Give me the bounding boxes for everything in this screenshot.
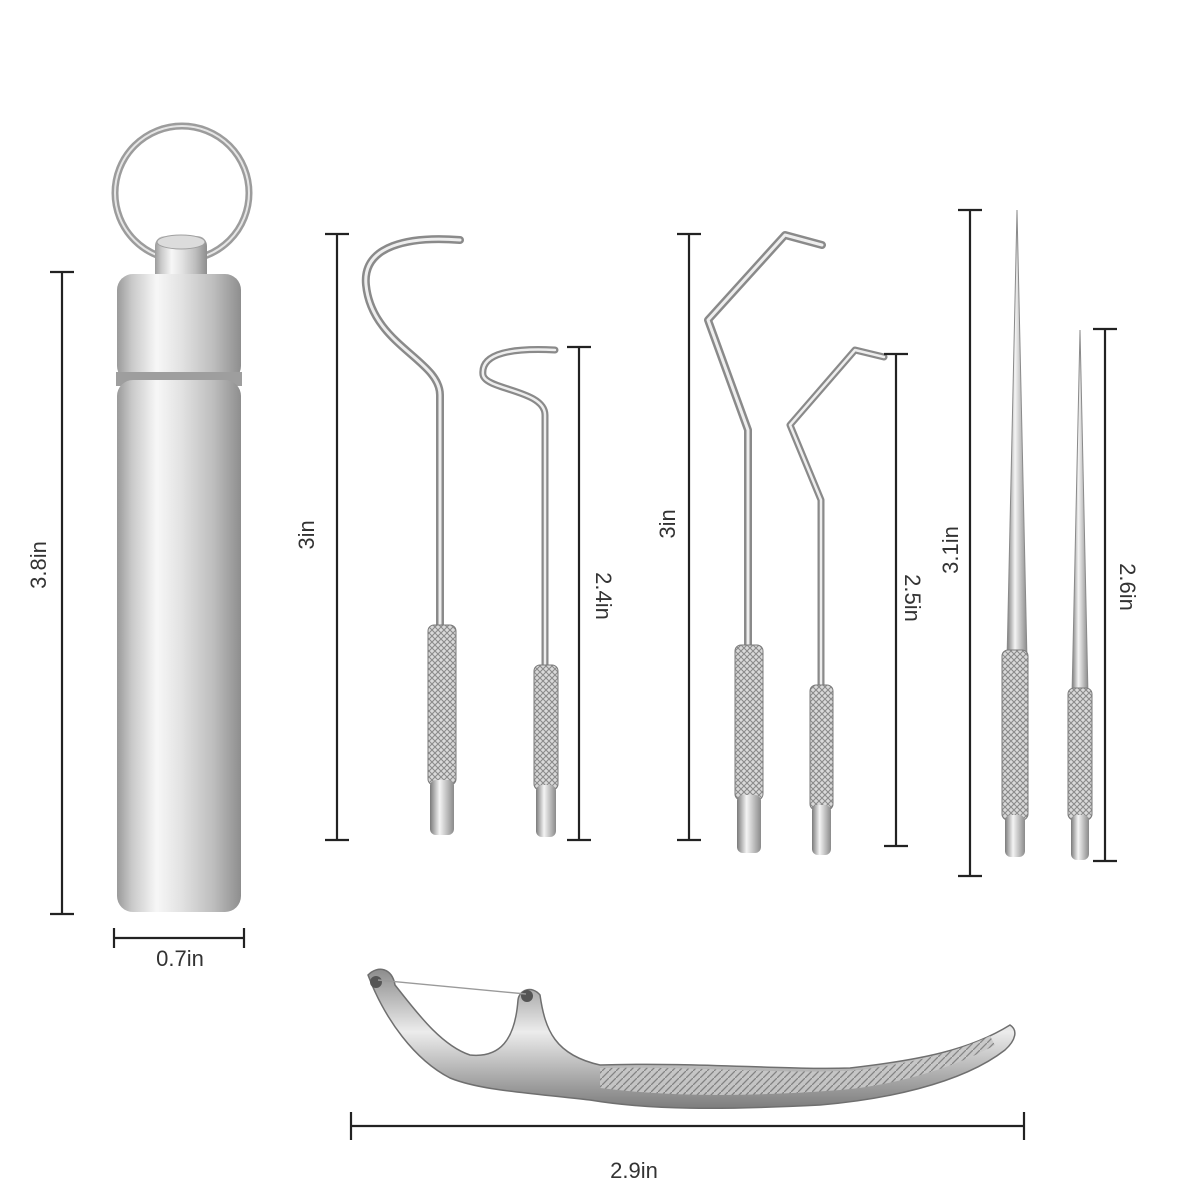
hook-pick-large xyxy=(361,235,464,835)
dimension-hook-pick-large: 3in xyxy=(294,232,349,842)
dimension-needle-pick-small: 2.6in xyxy=(1093,327,1140,863)
angled-pick-large xyxy=(704,231,826,853)
dimension-floss-pick: 2.9in xyxy=(349,1112,1026,1183)
dimension-label-angled-pick-large: 3in xyxy=(655,509,680,538)
dimension-label-needle-pick-large: 3.1in xyxy=(938,526,963,574)
dimension-label-case-width: 0.7in xyxy=(156,946,204,971)
dimension-angled-pick-small: 2.5in xyxy=(884,352,925,848)
storage-case xyxy=(111,122,253,912)
floss-pick xyxy=(367,968,1016,1110)
dimension-label-case-height: 3.8in xyxy=(26,541,51,589)
dimension-needle-pick-large: 3.1in xyxy=(938,208,982,878)
dimension-label-needle-pick-small: 2.6in xyxy=(1115,563,1140,611)
dimension-hook-pick-small: 2.4in xyxy=(567,345,616,842)
case-cap xyxy=(117,274,241,382)
dimension-angled-pick-large: 3in xyxy=(655,232,701,842)
case-body xyxy=(117,380,241,912)
dimension-label-hook-pick-small: 2.4in xyxy=(591,572,616,620)
needle-pick-large xyxy=(1001,209,1029,857)
dimension-label-hook-pick-large: 3in xyxy=(294,520,319,549)
dimension-label-angled-pick-small: 2.5in xyxy=(900,574,925,622)
dimension-case-height: 3.8in xyxy=(26,270,74,916)
dimension-label-floss-pick: 2.9in xyxy=(610,1158,658,1183)
needle-pick-small xyxy=(1067,329,1093,860)
floss-string xyxy=(377,979,527,995)
hook-pick-small xyxy=(479,346,559,837)
dimension-case-width: 0.7in xyxy=(112,928,246,971)
angled-pick-small xyxy=(786,346,888,855)
